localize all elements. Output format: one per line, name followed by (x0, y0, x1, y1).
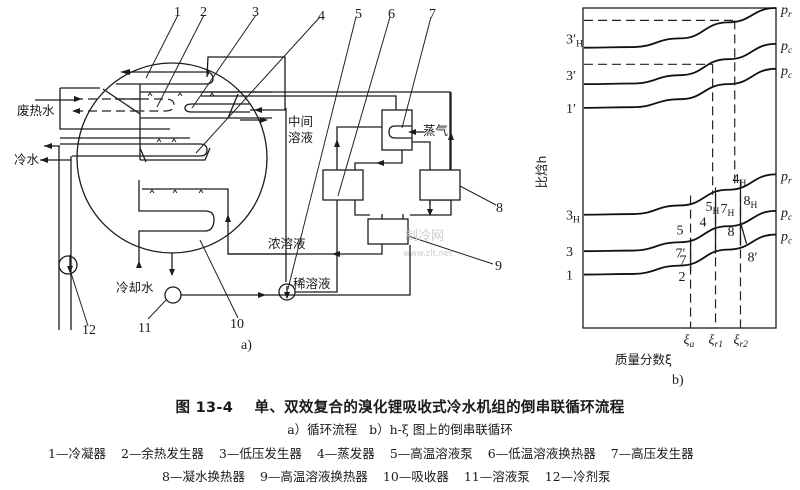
component-number-6: 6 (388, 7, 395, 22)
component-number-5: 5 (355, 7, 362, 22)
curve-upper-p-r-0 (583, 7, 777, 49)
curve-label-p-c: pc (780, 230, 793, 247)
label-steam: 蒸气 (423, 123, 449, 138)
legend-item-9: 9—高温溶液换热器 (259, 469, 368, 484)
curve-label-p-r: pr (780, 3, 792, 20)
legend-item-11: 11—溶液泵 (463, 469, 530, 484)
component-number-2: 2 (200, 5, 207, 20)
legend-item-6: 6—低温溶液换热器 (487, 446, 596, 461)
label-intermediate-solution-1: 中间 (288, 114, 313, 129)
point-label-5H: 5H (706, 200, 720, 217)
subcaption-b: b）h-ξ 图上的倒串联循环 (369, 422, 513, 437)
curve-upper-p-c-1 (583, 42, 777, 86)
label-chilled-water: 冷水 (14, 152, 40, 167)
figure-number: 图 13-4 (175, 400, 234, 416)
point-label-8p: 8′ (747, 251, 757, 266)
legend-item-12: 12—冷剂泵 (544, 469, 611, 484)
y-label-upper-1: 3′ (566, 69, 576, 84)
curve-label-layer: pr pc pc pr pc pc (780, 3, 793, 247)
component-number-11: 11 (138, 321, 151, 336)
point-label-2: 2 (679, 270, 686, 285)
curve-label-p-c: pc (780, 39, 793, 56)
point-label-8H: 8H (743, 194, 757, 211)
y-label-upper-2: 1′ (566, 102, 576, 117)
legend-row-1: 1—冷凝器 2—余热发生器 3—低压发生器 4—蒸发器 5—高温溶液泵 6—低温溶液换热器… (48, 443, 709, 462)
chart-frame (582, 7, 777, 329)
component-number-12: 12 (82, 323, 96, 338)
high-temp-solution-heat-exchanger-9 (367, 218, 409, 245)
component-number-7: 7 (429, 7, 436, 22)
legend-item-5: 5—高温溶液泵 (389, 446, 473, 461)
panel-b-label: b) (672, 373, 684, 388)
watermark-url: www.zlt.net (403, 249, 453, 259)
condensate-heat-exchanger-8 (419, 169, 461, 201)
legend-item-10: 10—吸收器 (382, 469, 449, 484)
x-tick-r2: ξr2 (733, 333, 748, 350)
label-weak-solution: 稀溶液 (293, 276, 331, 291)
component-number-10: 10 (230, 317, 244, 332)
figure-caption-title: 图 13-4 单、双效复合的溴化锂吸收式冷水机组的倒串联循环流程 (0, 396, 800, 417)
leader-lines (70, 14, 497, 327)
process-line-8-8p (739, 222, 748, 244)
label-strong-solution: 浓溶液 (268, 236, 306, 251)
guide-line-layer (584, 19, 748, 328)
legend-item-1: 1—冷凝器 (48, 446, 106, 461)
curve-lower-p-c-2 (583, 233, 777, 276)
low-temp-solution-heat-exchanger-6 (322, 169, 364, 201)
curve-upper-p-c-2 (583, 67, 777, 109)
component-number-9: 9 (495, 259, 502, 274)
cycle-flow-diagram: 1 2 3 4 5 6 7 8 9 10 11 12 废热水 冷水 中间 溶液 … (14, 5, 503, 353)
point-label-5: 5 (677, 224, 684, 239)
label-waste-heat-water: 废热水 (17, 103, 55, 118)
legend-item-7: 7—高压发生器 (610, 446, 694, 461)
evaporator-4 (60, 118, 211, 163)
curve-layer (583, 7, 777, 276)
point-label-8: 8 (727, 225, 734, 240)
component-number-1: 1 (174, 5, 181, 20)
curve-label-p-r: pr (780, 169, 792, 186)
curve-lower-p-c-1 (583, 209, 777, 253)
figure-title: 单、双效复合的溴化锂吸收式冷水机组的倒串联循环流程 (254, 400, 625, 416)
component-number-8: 8 (496, 201, 503, 216)
legend-item-8: 8—凝水换热器 (162, 469, 245, 484)
label-cooling-water: 冷却水 (116, 280, 154, 295)
x-tick-r1: ξr1 (709, 333, 723, 350)
solution-pump-11 (164, 286, 182, 304)
legend-item-3: 3—低压发生器 (218, 446, 302, 461)
high-pressure-generator-7 (354, 109, 431, 205)
curve-lower-p-r-0 (583, 173, 777, 216)
curve-label-p-c: pc (780, 64, 793, 81)
y-label-lower-1: 3 (566, 245, 573, 260)
figure-subcaption: a）循环流程 b）h-ξ 图上的倒串联循环 (0, 419, 800, 438)
curve-label-p-c: pc (780, 206, 793, 223)
absorber-10 (138, 180, 290, 268)
point-label-7p: 7′ (676, 247, 686, 262)
component-number-3: 3 (252, 5, 259, 20)
y-label-upper-0: 3′H (566, 32, 583, 49)
legend-item-4: 4—蒸发器 (316, 446, 375, 461)
legend-row-2: 8—凝水换热器 9—高温溶液换热器 10—吸收器 11—溶液泵 12—冷剂泵 (162, 466, 626, 485)
watermark-text: 制冷网 (405, 229, 444, 244)
label-intermediate-solution-2: 溶液 (288, 130, 314, 145)
y-label-lower-0: 3H (566, 209, 580, 226)
y-label-lower-2: 1 (566, 269, 573, 284)
y-label-layer: 3′H 3′ 1′ 3H 3 1 (566, 32, 583, 283)
point-label-4: 4 (700, 215, 707, 230)
x-axis-label: 质量分数ξ (615, 352, 672, 367)
panel-a-label: a) (241, 338, 252, 353)
point-label-7: 7 (680, 254, 687, 269)
legend-item-2: 2—余热发生器 (120, 446, 204, 461)
y-axis-label: 比焓h (534, 156, 549, 189)
low-pressure-generator-3 (184, 93, 250, 119)
refrigerant-pump-12 (58, 255, 78, 275)
point-label-7H: 7H (721, 202, 735, 219)
x-tick-a: ξa (684, 333, 695, 350)
h-xi-chart: 比焓h pr pc pc pr pc pc 3′H 3′ 1′ 3H 3 1 5H 4H 7H 8H 5 4 8… (534, 3, 793, 388)
component-number-4: 4 (318, 9, 325, 24)
point-label-4H: 4H (732, 172, 746, 189)
subcaption-a: a）循环流程 (287, 422, 358, 437)
x-tick-layer: ξa ξr1 ξr2 (684, 333, 749, 350)
